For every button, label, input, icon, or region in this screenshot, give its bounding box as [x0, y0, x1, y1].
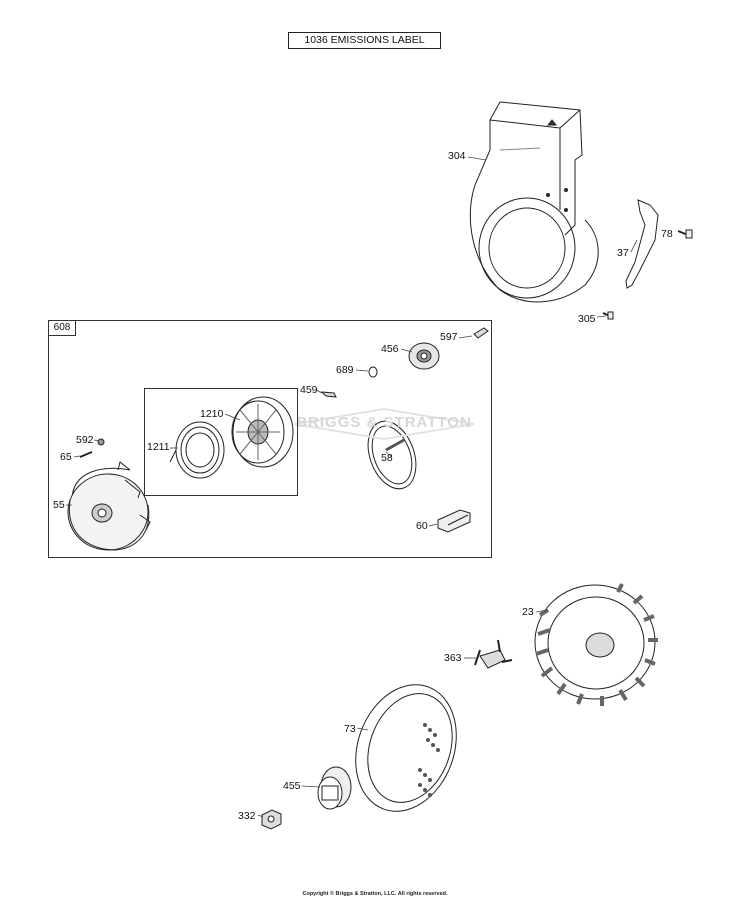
screw-597: [473, 327, 489, 339]
pulley-1210: [231, 396, 294, 468]
screw-78: [677, 229, 693, 239]
part-callout-592[interactable]: 592: [76, 434, 94, 446]
nut-592: [97, 438, 105, 446]
screen-73: [355, 684, 457, 812]
part-callout-459[interactable]: 459: [300, 384, 318, 396]
part-callout-23[interactable]: 23: [522, 606, 534, 618]
part-callout-60[interactable]: 60: [416, 520, 428, 532]
part-callout-456[interactable]: 456: [381, 343, 399, 355]
part-callout-1211[interactable]: 1211: [147, 441, 170, 453]
bracket-363: [474, 639, 513, 669]
copyright-notice: Copyright © Briggs & Stratton, LLC. All …: [302, 891, 448, 897]
ring-689: [368, 366, 378, 378]
blower-housing-304: [469, 101, 599, 303]
part-callout-73[interactable]: 73: [344, 723, 356, 735]
nut-332: [261, 809, 282, 830]
pawl-plate-456: [408, 342, 440, 370]
screw-65: [79, 451, 93, 458]
part-callout-332[interactable]: 332: [238, 810, 256, 822]
starter-kit-group: [48, 320, 492, 558]
starter-housing-55: [67, 461, 151, 551]
rope-58: [367, 420, 417, 490]
part-callout-689[interactable]: 689: [336, 364, 354, 376]
cup-455: [317, 766, 352, 810]
part-callout-78[interactable]: 78: [661, 228, 673, 240]
part-callout-305[interactable]: 305: [578, 313, 596, 325]
baffle-37: [625, 199, 659, 289]
emissions-label-box: 1036 EMISSIONS LABEL: [288, 32, 441, 49]
part-callout-363[interactable]: 363: [444, 652, 462, 664]
pawl-459: [320, 391, 337, 398]
pulley-spring-group: [144, 388, 298, 496]
kit-ref-608[interactable]: 608: [48, 320, 76, 336]
screw-305: [602, 311, 614, 320]
part-callout-65[interactable]: 65: [60, 451, 72, 463]
spring-1211: [169, 421, 225, 479]
handle-60: [437, 509, 471, 533]
part-callout-597[interactable]: 597: [440, 331, 458, 343]
part-callout-58[interactable]: 58: [381, 452, 393, 464]
brand-watermark-shape: [293, 407, 475, 441]
part-callout-1210[interactable]: 1210: [200, 408, 224, 420]
brand-watermark: BRIGGS & STRATTON: [296, 414, 472, 431]
part-callout-455[interactable]: 455: [283, 780, 301, 792]
part-callout-55[interactable]: 55: [53, 499, 65, 511]
part-callout-37[interactable]: 37: [617, 247, 629, 259]
part-callout-304[interactable]: 304: [448, 150, 466, 162]
flywheel-23: [534, 583, 658, 706]
